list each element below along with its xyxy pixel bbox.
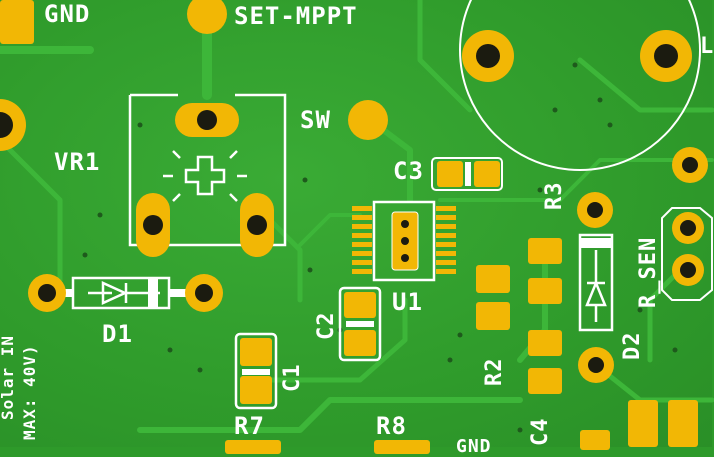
- pad-bottom-right-a: [628, 400, 658, 447]
- vr1-adjust-cross: [163, 150, 247, 202]
- pad-bottom-right-b: [668, 400, 698, 447]
- u1-pins-left: [352, 206, 372, 274]
- trace-u1-bottom: [247, 297, 408, 383]
- pad-bottom-r8: [374, 440, 430, 454]
- label-r2: R2: [482, 357, 507, 387]
- u1-outline: [372, 200, 436, 282]
- pad-c4-b: [528, 368, 562, 394]
- label-r8: R8: [376, 412, 407, 440]
- pad-bottom-c4: [580, 430, 610, 450]
- label-d1: D1: [102, 320, 133, 348]
- label-r-sen: R_SEN: [636, 236, 661, 308]
- trace-left-diag: [0, 137, 63, 283]
- trace-bottom: [137, 397, 523, 433]
- u1-pins-right: [436, 206, 456, 274]
- c1-outline: [234, 332, 278, 410]
- trace-right: [438, 158, 714, 202]
- label-set-mppt: SET-MPPT: [234, 2, 358, 30]
- d1-outline: [71, 276, 171, 310]
- d1-band: [148, 278, 158, 308]
- pad-c3-b: [474, 161, 500, 187]
- pad-c2-a: [344, 292, 376, 318]
- pad-c4-a: [528, 330, 562, 356]
- pad-c1-b: [240, 376, 272, 404]
- pad-c1-a: [240, 338, 272, 366]
- pad-r3-b: [528, 278, 562, 304]
- trace-d2: [593, 362, 714, 403]
- r-sen-outline: [661, 207, 713, 301]
- label-d2: D2: [620, 331, 645, 361]
- pad-r2-a: [476, 265, 510, 293]
- d1-lead-left: [60, 289, 74, 297]
- pad-bottom-r7: [225, 440, 281, 454]
- d2-band: [580, 238, 612, 248]
- pad-set-mppt: [187, 0, 227, 34]
- label-gnd-bottom: GND: [456, 436, 492, 457]
- label-solar-in: Solar IN: [0, 334, 17, 420]
- label-c1: C1: [280, 363, 305, 393]
- pad-r2-b: [476, 302, 510, 330]
- label-l-partial: L: [700, 34, 714, 59]
- label-max-voltage: MAX: 40V): [20, 344, 39, 440]
- trace-top: [417, 0, 473, 113]
- d1-lead-right: [169, 289, 189, 297]
- cap-polarity-bars: [242, 162, 471, 375]
- drill-holes: [0, 44, 698, 373]
- d2-outline: [578, 233, 614, 332]
- label-c2: C2: [314, 311, 339, 341]
- u1-thermal-vias: [401, 220, 409, 262]
- inductor-outline: [459, 0, 701, 171]
- c3-outline: [431, 157, 503, 191]
- trace-u1-left: [298, 213, 362, 247]
- label-r7: R7: [234, 412, 265, 440]
- label-vr1: VR1: [54, 148, 101, 176]
- label-u1: U1: [392, 288, 423, 316]
- pad-gnd-square: [0, 0, 34, 44]
- label-r3: R3: [542, 181, 567, 211]
- pad-c3-a: [437, 161, 463, 187]
- pad-sw: [348, 100, 388, 140]
- pad-c2-b: [344, 330, 376, 356]
- label-c3: C3: [393, 157, 424, 185]
- label-sw: SW: [300, 106, 331, 134]
- c2-outline: [338, 286, 382, 362]
- pad-r3-a: [528, 238, 562, 264]
- label-gnd-top: GND: [44, 0, 91, 28]
- trace-l1: [577, 57, 714, 113]
- label-c4: C4: [528, 417, 553, 447]
